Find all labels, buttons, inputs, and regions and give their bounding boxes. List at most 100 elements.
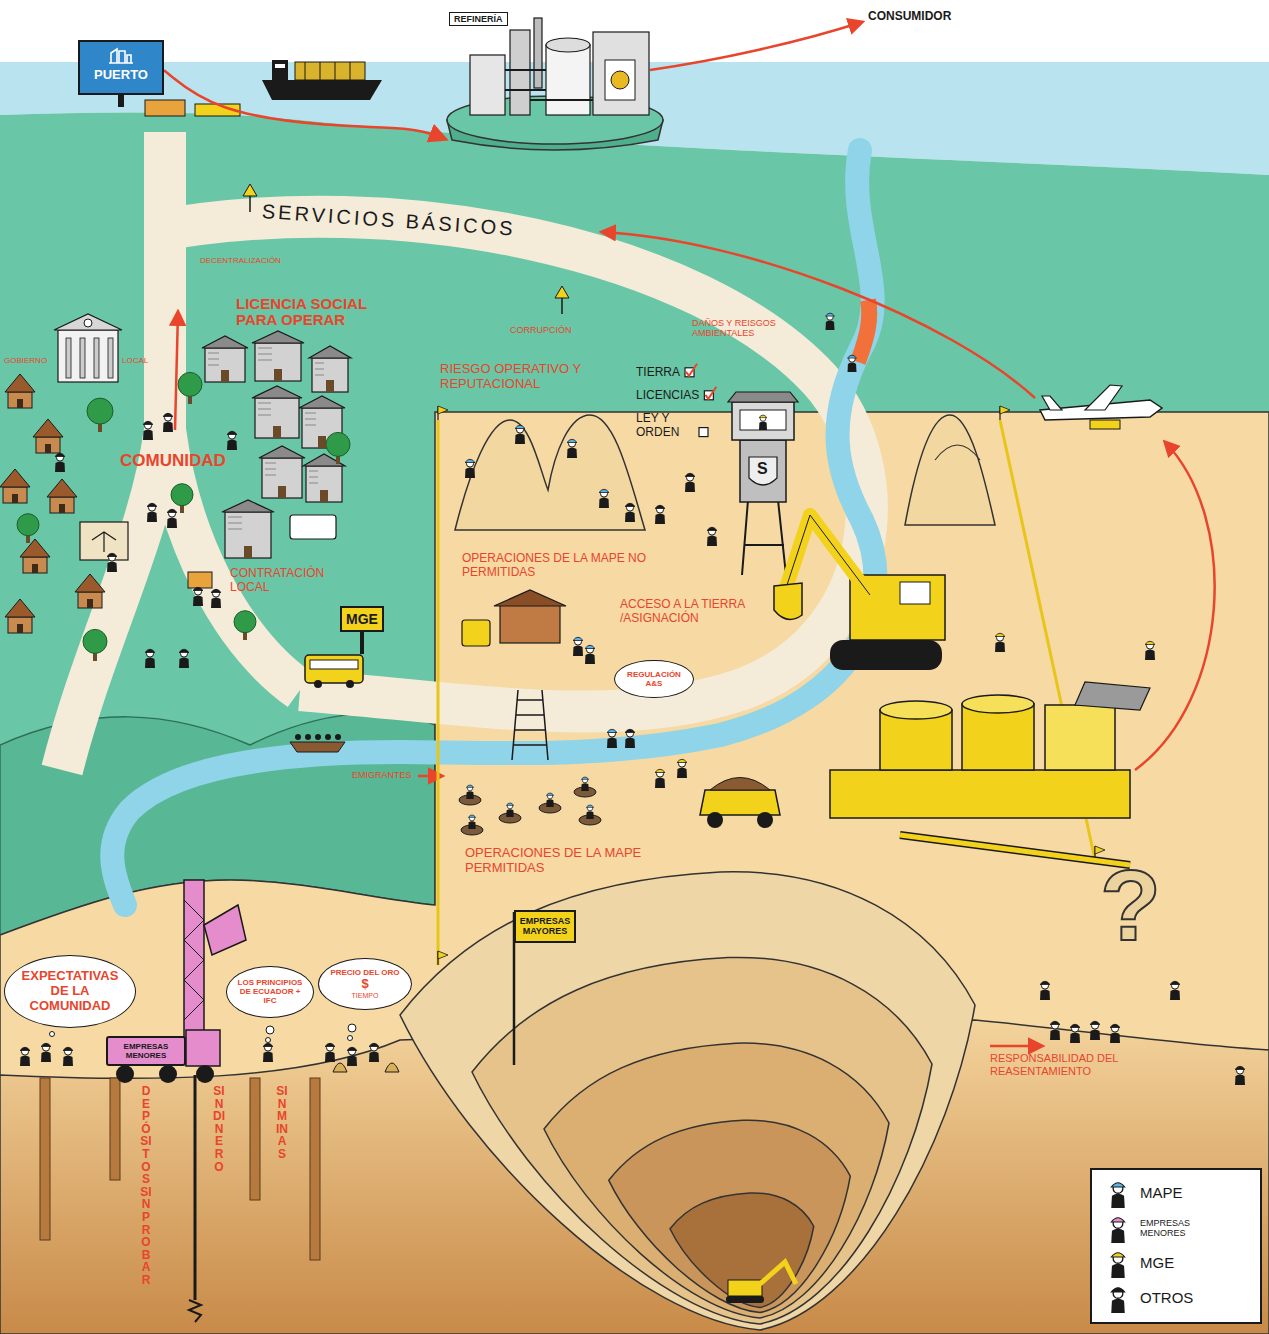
house-wall bbox=[225, 512, 271, 558]
house-door bbox=[274, 369, 282, 381]
hard-hat bbox=[1040, 981, 1050, 984]
boat-passenger bbox=[325, 734, 331, 740]
place-label: GOBIERNO bbox=[4, 356, 47, 365]
hard-hat bbox=[63, 1047, 73, 1050]
gold-icon bbox=[611, 71, 629, 89]
column bbox=[108, 338, 113, 378]
hut-door bbox=[87, 599, 93, 608]
person-body bbox=[685, 482, 695, 493]
round-hut bbox=[0, 469, 30, 503]
thought-bubble: EXPECTATIVAS DE LA COMUNIDAD bbox=[4, 955, 136, 1028]
hard-hat bbox=[1111, 1252, 1125, 1256]
person-body bbox=[20, 1056, 30, 1067]
person-figure bbox=[1170, 981, 1180, 1000]
person-figure bbox=[20, 1047, 30, 1066]
hut-door bbox=[59, 504, 65, 513]
drill-truck-body: EMPRESAS MENORES bbox=[106, 1036, 186, 1066]
hard-hat bbox=[515, 425, 525, 428]
drill-hopper bbox=[204, 905, 246, 955]
person-figure bbox=[107, 553, 117, 572]
person-body bbox=[107, 562, 117, 573]
person-figure bbox=[848, 355, 857, 372]
hard-hat bbox=[163, 413, 173, 416]
open-pit-layer bbox=[544, 1043, 889, 1318]
person-body bbox=[581, 783, 589, 791]
pit-excavator bbox=[728, 1280, 762, 1296]
ladder bbox=[512, 690, 548, 760]
column bbox=[80, 338, 85, 378]
person-figure bbox=[41, 1043, 51, 1062]
derrick-bracing bbox=[184, 900, 204, 1020]
hut-roof bbox=[5, 599, 35, 617]
house-roof bbox=[252, 331, 304, 343]
hut-roof bbox=[20, 539, 50, 557]
warning-sign bbox=[555, 286, 569, 314]
thought-bubble: REGULACIÓN A&S bbox=[614, 660, 694, 698]
community-bus bbox=[290, 515, 336, 539]
person-figure bbox=[567, 439, 577, 458]
plane-wings bbox=[1042, 385, 1122, 410]
truck-wheel bbox=[757, 812, 773, 828]
house bbox=[222, 500, 274, 558]
mountain-ridge bbox=[935, 445, 980, 460]
house-door bbox=[273, 426, 281, 438]
person-figure bbox=[599, 489, 609, 508]
vertical-label: DEPÓSITOS SIN PROBAR bbox=[140, 1085, 152, 1287]
hard-hat bbox=[1050, 1021, 1060, 1024]
hut-wall bbox=[23, 557, 47, 573]
person-figure bbox=[211, 589, 221, 608]
node-text: $ bbox=[328, 977, 402, 992]
house-plank bbox=[208, 365, 219, 366]
drill-string bbox=[194, 1075, 197, 1300]
hard-hat bbox=[506, 803, 514, 805]
road bbox=[62, 430, 165, 770]
hard-hat bbox=[567, 439, 577, 442]
hut-wall bbox=[8, 392, 32, 408]
hard-hat bbox=[1111, 1217, 1125, 1221]
mine-sand bbox=[0, 412, 1269, 1334]
truck-wheel bbox=[159, 1065, 177, 1083]
house-plank bbox=[315, 369, 324, 370]
person-figure bbox=[573, 637, 583, 656]
legend-swatch bbox=[1104, 1178, 1132, 1210]
person-body bbox=[1235, 1075, 1245, 1086]
exploration-bore bbox=[110, 1078, 120, 1180]
destination-label: CONSUMIDOR bbox=[868, 10, 951, 24]
house-plank bbox=[208, 359, 219, 360]
legend-box: MAPEEMPRESAS MENORESMGEOTROS bbox=[1090, 1168, 1262, 1324]
hut-roof bbox=[75, 574, 105, 592]
plant-tank-top bbox=[880, 701, 952, 719]
person-body bbox=[506, 809, 514, 817]
house-plank bbox=[315, 363, 324, 364]
hard-hat bbox=[211, 589, 221, 592]
person-figure bbox=[655, 769, 665, 788]
person-body bbox=[347, 1056, 357, 1067]
bus-wheel bbox=[314, 680, 322, 688]
person-figure bbox=[995, 633, 1005, 652]
excavator-window bbox=[900, 582, 930, 604]
round-hut bbox=[47, 479, 77, 513]
clock bbox=[84, 319, 92, 327]
person-body bbox=[655, 514, 665, 525]
mountain bbox=[905, 415, 995, 525]
person-figure bbox=[167, 509, 177, 528]
legend-text: EMPRESAS MENORES bbox=[1140, 1219, 1210, 1239]
person-figure bbox=[515, 425, 525, 444]
hard-hat bbox=[465, 459, 475, 462]
hard-hat bbox=[179, 649, 189, 652]
issue-label: DECENTRALIZACIÓN bbox=[200, 256, 281, 265]
person-body bbox=[707, 536, 717, 547]
ship-hull bbox=[262, 80, 382, 100]
hard-hat bbox=[826, 313, 835, 316]
node-text: EMPRESAS MAYORES bbox=[519, 916, 571, 937]
truck-wheel bbox=[707, 812, 723, 828]
person-body bbox=[625, 738, 635, 749]
exploration-bore bbox=[40, 1078, 50, 1240]
house-roof bbox=[299, 396, 345, 408]
round-hut bbox=[20, 539, 50, 573]
hard-hat bbox=[599, 489, 609, 492]
polluted-water bbox=[858, 300, 869, 362]
mountain bbox=[455, 415, 645, 530]
node-text: MGE bbox=[344, 611, 380, 627]
issue-label: CONTRATACIÓN LOCAL bbox=[230, 567, 330, 595]
